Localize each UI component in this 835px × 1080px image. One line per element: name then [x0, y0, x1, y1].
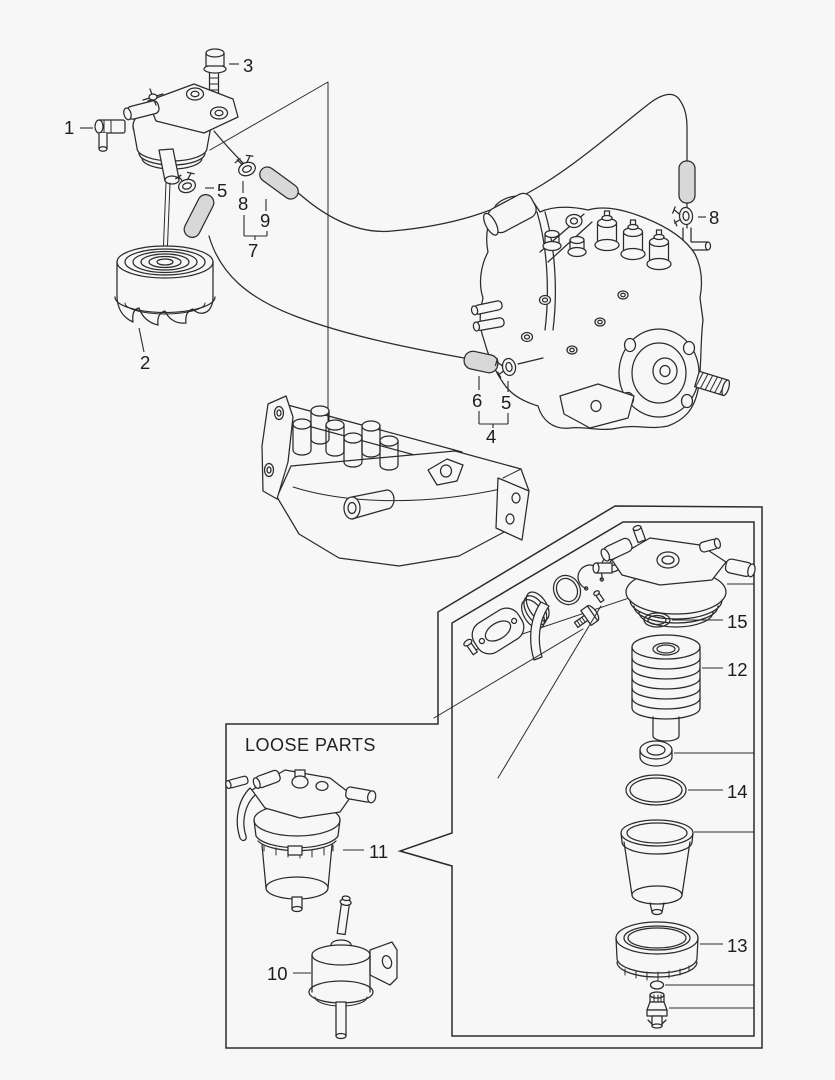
outer-detail-frame	[225, 505, 763, 1049]
fuel-filter-cartridge-2	[114, 182, 216, 326]
filter-element-12	[631, 634, 701, 742]
hose-clamp-8-right	[671, 204, 694, 227]
pump-shaft	[694, 370, 731, 397]
callouts: 1 3 5 8 9 7 2 8 6 5 4 10 11 15 12 14 13	[64, 55, 754, 1009]
callout-6: 6	[472, 390, 482, 411]
fuel-line-to-pump-bottom	[208, 235, 465, 359]
exploded-column-parts	[615, 612, 701, 1029]
callout-9: 9	[260, 210, 270, 231]
callout-14: 14	[727, 781, 748, 802]
callout-8-left: 8	[238, 193, 248, 214]
fuel-hose-9	[259, 166, 299, 200]
callout-13: 13	[727, 935, 748, 956]
small-o-ring	[649, 980, 665, 990]
callout-15: 15	[727, 611, 748, 632]
detail-projection-lines	[209, 81, 329, 430]
callout-11: 11	[369, 841, 388, 862]
callout-2: 2	[140, 352, 150, 373]
callout-7: 7	[248, 240, 258, 261]
sediment-bowl	[620, 819, 694, 916]
ring-nut-13	[615, 921, 699, 981]
bolt-part-3	[203, 48, 227, 107]
callout-8-right: 8	[709, 207, 719, 228]
o-ring-15	[643, 612, 671, 628]
hose-6-stub	[517, 357, 544, 365]
loose-filter-assembly-11	[225, 769, 377, 913]
drain-valve	[646, 991, 668, 1029]
inner-detail-frame	[397, 521, 755, 1037]
seal-grommet	[639, 740, 673, 767]
fuel-line-to-pump-top	[294, 93, 688, 233]
callout-4: 4	[486, 426, 496, 447]
exploded-head-parts	[433, 524, 756, 779]
fuel-hose-left	[183, 194, 215, 238]
callout-3: 3	[243, 55, 253, 76]
intake-manifold	[261, 395, 530, 567]
callout-5-right: 5	[501, 392, 511, 413]
callout-5-left: 5	[217, 180, 227, 201]
fuel-filter-head	[94, 83, 244, 185]
injection-pump	[470, 192, 731, 431]
loose-parts-title: LOOSE PARTS	[245, 735, 376, 755]
fuel-hose-6	[463, 350, 499, 374]
o-ring-14	[625, 774, 687, 806]
callout-12: 12	[727, 659, 748, 680]
callout-1: 1	[64, 117, 74, 138]
loose-inline-filter-10	[308, 895, 398, 1040]
callout-10: 10	[267, 963, 288, 984]
